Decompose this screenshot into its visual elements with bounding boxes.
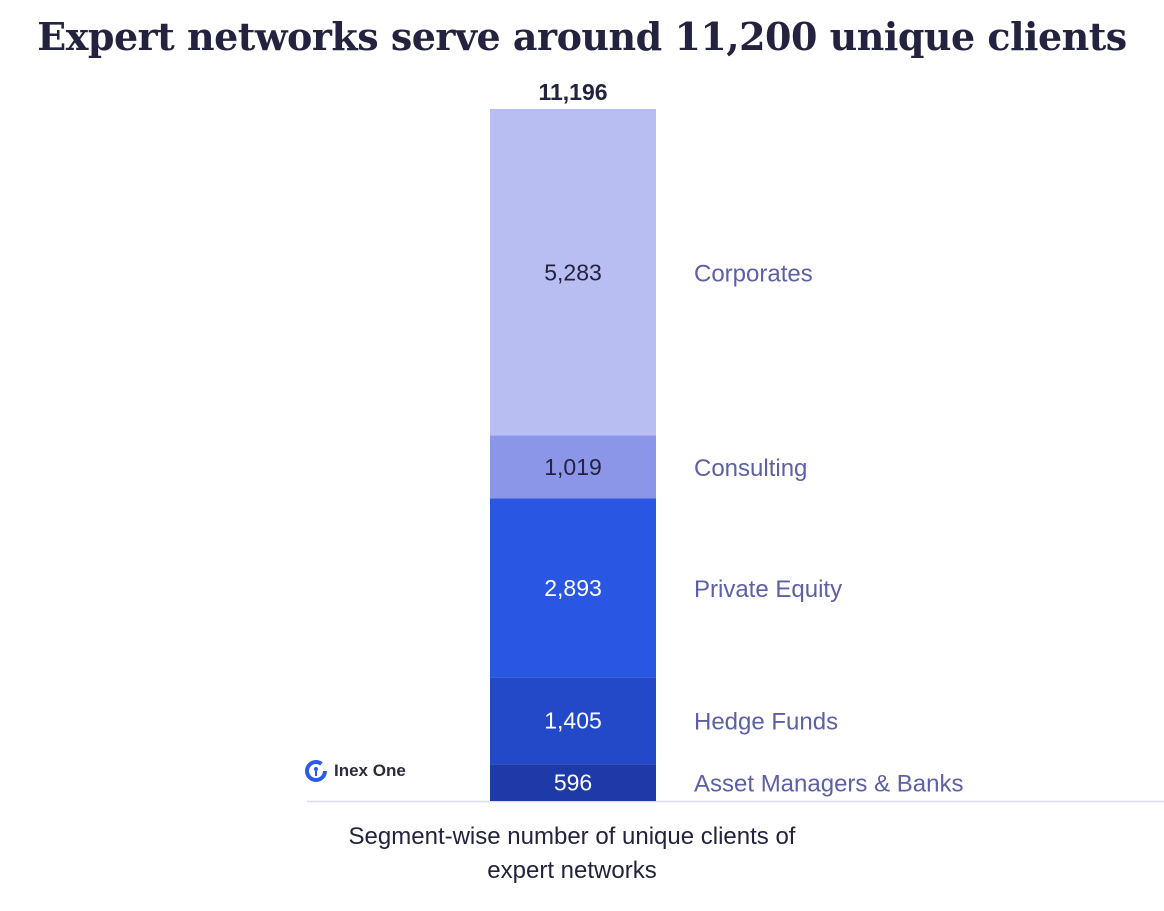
data-label-corporates: 5,283 [544, 259, 602, 285]
bar-segment-corporates [490, 109, 656, 436]
chart-title: Expert networks serve around 11,200 uniq… [37, 14, 1127, 59]
x-axis-label: Segment-wise number of unique clients of… [348, 823, 796, 884]
legend-label-hedge-funds: Hedge Funds [694, 709, 838, 736]
bar-segment-hedge-funds [490, 677, 656, 765]
data-label-consulting: 1,019 [544, 454, 602, 480]
legend-label-private-equity: Private Equity [694, 576, 842, 603]
legend-label-asset-managers-banks: Asset Managers & Banks [694, 771, 963, 798]
data-label-asset-managers-banks: 596 [554, 770, 592, 796]
legend-label-corporates: Corporates [694, 260, 813, 287]
bar-segment-asset-managers-banks [490, 764, 656, 801]
bar-segment-private-equity [490, 498, 656, 678]
logo: Inex One [304, 759, 406, 783]
data-label-private-equity: 2,893 [544, 575, 602, 601]
bar-segment-consulting [490, 435, 656, 499]
logo-text: Inex One [334, 761, 406, 780]
data-label-hedge-funds: 1,405 [544, 708, 602, 734]
legend-label-consulting: Consulting [694, 455, 807, 482]
total-label: 11,196 [538, 79, 607, 105]
inex-one-logo-icon [305, 760, 327, 782]
